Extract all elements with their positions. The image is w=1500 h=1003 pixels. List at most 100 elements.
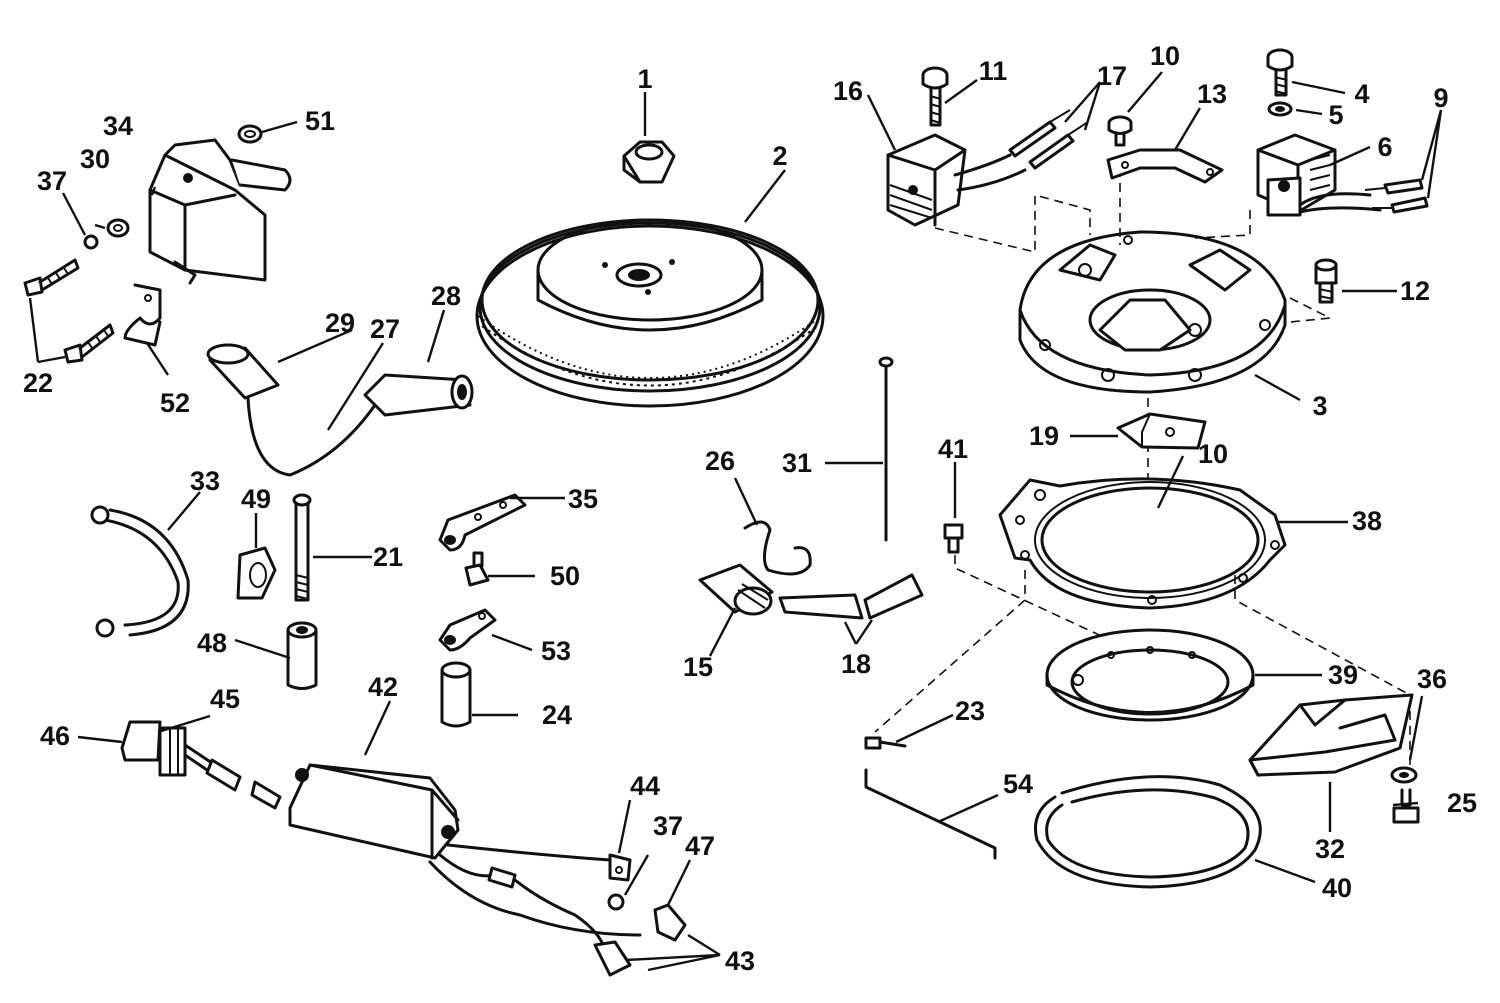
callout-2: 2 <box>772 141 787 171</box>
callout-3: 3 <box>1312 391 1327 421</box>
assembly-lines-lower <box>874 555 1411 772</box>
callout-37-lower: 37 <box>653 811 683 841</box>
callout-25: 25 <box>1447 788 1477 818</box>
part-lead-wire-27 <box>246 396 377 477</box>
part-spark-boot-28 <box>363 373 474 417</box>
callout-10-upper: 10 <box>1150 41 1180 71</box>
callout-42: 42 <box>368 672 398 702</box>
callout-39: 39 <box>1328 660 1358 690</box>
callout-37-upper: 37 <box>37 166 67 196</box>
part-cam-32 <box>1248 693 1414 777</box>
callout-44: 44 <box>630 771 660 801</box>
part-spring-26 <box>743 520 812 576</box>
callout-22: 22 <box>23 368 53 398</box>
part-link-rod-54 <box>864 768 997 860</box>
part-armature-plate <box>1018 230 1287 394</box>
part-harness-wires-43 <box>428 843 687 977</box>
callout-46: 46 <box>40 721 70 751</box>
callout-54: 54 <box>1003 769 1033 799</box>
part-charge-coil-6 <box>1256 133 1382 217</box>
callout-50: 50 <box>550 561 580 591</box>
callout-53: 53 <box>541 636 571 666</box>
callout-27: 27 <box>370 314 400 344</box>
part-spring-ring-40 <box>1034 775 1262 889</box>
part-washer-5 <box>1267 101 1293 117</box>
part-terminal-44 <box>608 853 632 882</box>
callout-28: 28 <box>431 281 461 311</box>
callout-12: 12 <box>1400 276 1430 306</box>
callout-21: 21 <box>373 542 403 572</box>
callout-32: 32 <box>1315 834 1345 864</box>
callout-23: 23 <box>955 696 985 726</box>
part-sensor-coil-16 <box>886 133 1027 227</box>
part-sleeve-15 <box>698 563 774 616</box>
callout-1: 1 <box>637 64 652 94</box>
callout-40: 40 <box>1322 873 1352 903</box>
part-connector-46-45 <box>120 720 282 810</box>
callout-49: 49 <box>241 484 271 514</box>
part-bushing-49 <box>236 546 277 600</box>
part-hose-18 <box>778 573 924 620</box>
part-screw-12 <box>1314 258 1338 304</box>
callout-24: 24 <box>542 700 572 730</box>
part-lockwasher-37-lower <box>607 893 625 911</box>
callout-34: 34 <box>103 111 133 141</box>
callout-16: 16 <box>833 76 863 106</box>
part-screw-11 <box>921 66 949 127</box>
callout-17: 17 <box>1097 61 1127 91</box>
callout-13: 13 <box>1197 79 1227 109</box>
part-retainer-39 <box>1045 628 1255 722</box>
part-washer-30 <box>106 218 130 238</box>
part-screw-25 <box>1392 788 1420 824</box>
part-bolt-21 <box>292 493 312 602</box>
callout-numbers: 1 2 3 4 5 6 9 10 10 11 12 13 15 16 17 18… <box>23 41 1477 976</box>
part-lever-35 <box>438 493 527 552</box>
callout-43: 43 <box>725 946 755 976</box>
leader-lines <box>28 71 1443 972</box>
part-screw-10-upper <box>1107 115 1133 147</box>
part-timer-base-38 <box>998 477 1287 610</box>
callout-6: 6 <box>1377 132 1392 162</box>
callout-52: 52 <box>160 388 190 418</box>
part-screw-23 <box>864 736 907 750</box>
part-ignition-coil-34 <box>148 138 292 285</box>
callout-33: 33 <box>190 466 220 496</box>
callout-41: 41 <box>938 434 968 464</box>
part-lever-53 <box>438 608 497 652</box>
part-bracket-19 <box>1116 412 1207 450</box>
part-clip-52 <box>123 283 162 347</box>
callout-10-lower: 10 <box>1198 439 1228 469</box>
part-screw-4 <box>1266 48 1294 97</box>
callout-35: 35 <box>568 484 598 514</box>
callout-51: 51 <box>305 106 335 136</box>
callout-11: 11 <box>979 56 1008 86</box>
callout-4: 4 <box>1354 79 1369 109</box>
part-flywheel-nut <box>622 140 676 184</box>
part-screws-22 <box>23 258 115 364</box>
part-flywheel <box>475 218 825 408</box>
part-screw-41 <box>943 523 964 554</box>
part-lockwasher-37-upper <box>83 234 99 250</box>
part-wire-terminals-9 <box>1364 178 1429 214</box>
part-spacer-48 <box>286 621 318 690</box>
callout-29: 29 <box>325 308 355 338</box>
part-spacer-24 <box>440 661 472 728</box>
callout-26: 26 <box>705 446 735 476</box>
part-link-31 <box>878 356 894 542</box>
part-ground-strap-33 <box>90 505 190 638</box>
part-power-pack-42 <box>288 763 460 860</box>
part-spark-boot-29 <box>206 343 280 400</box>
callout-19: 19 <box>1029 421 1059 451</box>
part-washer-36 <box>1390 766 1418 784</box>
callout-36: 36 <box>1417 664 1447 694</box>
part-pin-50 <box>464 551 490 587</box>
callout-47: 47 <box>685 831 715 861</box>
part-plate-13 <box>1106 148 1224 184</box>
callout-48: 48 <box>197 628 227 658</box>
part-wire-terminals-17 <box>1008 109 1089 170</box>
callout-5: 5 <box>1328 100 1343 130</box>
callout-18: 18 <box>841 649 871 679</box>
callout-38: 38 <box>1352 506 1382 536</box>
part-washer-51 <box>237 124 263 144</box>
